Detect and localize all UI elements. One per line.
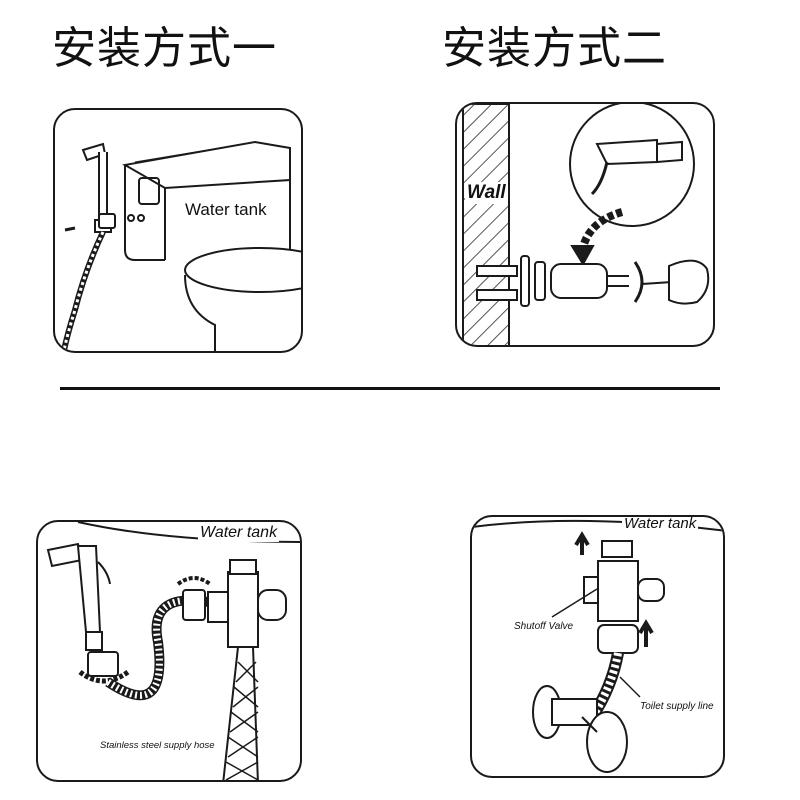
tank-mount-illustration bbox=[60, 140, 301, 351]
water-tank-label-4: Water tank bbox=[622, 515, 699, 532]
wall-mount-panel: Wall bbox=[455, 102, 715, 347]
wall-label: Wall bbox=[465, 182, 508, 204]
valve-detail-illustration bbox=[472, 519, 723, 773]
section-divider bbox=[60, 387, 720, 390]
wall-mount-illustration bbox=[462, 104, 710, 345]
shutoff-valve-label: Shutoff Valve bbox=[514, 621, 574, 632]
supply-hose-label: Stainless steel supply hose bbox=[98, 740, 217, 751]
toilet-supply-line-label: Toilet supply line bbox=[640, 701, 714, 712]
hose-connect-illustration bbox=[46, 522, 300, 780]
water-tank-label-3: Water tank bbox=[198, 524, 280, 542]
install-method-one-title: 安装方式一 bbox=[52, 23, 277, 74]
water-tank-label: Water tank bbox=[185, 200, 267, 219]
valve-detail-panel: Water tank Shutoff Valve Toilet supply l… bbox=[470, 515, 725, 778]
tank-mount-panel: Water tank bbox=[53, 108, 303, 353]
install-method-two-title: 安装方式二 bbox=[442, 23, 667, 74]
hose-connect-panel: Water tank Stainless steel supply hose bbox=[36, 520, 302, 782]
